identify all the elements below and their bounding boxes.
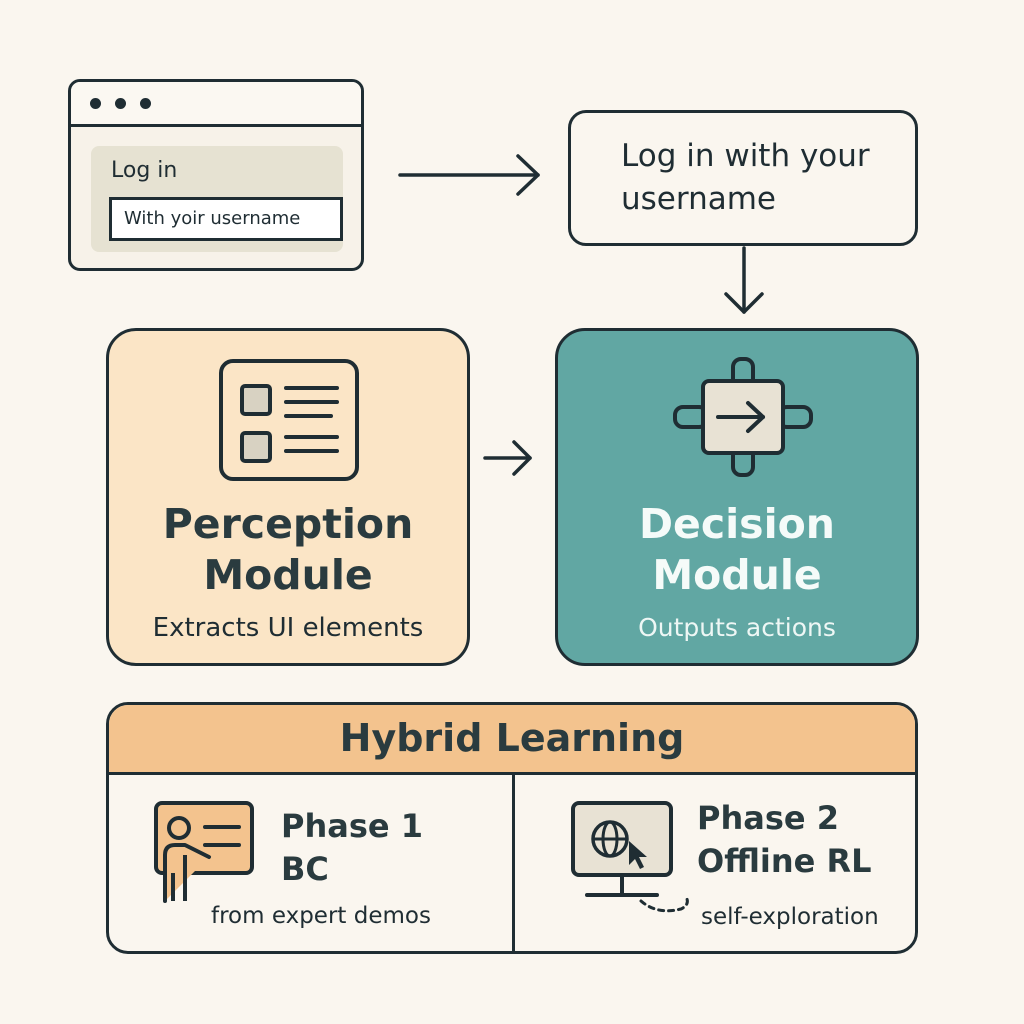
browser-title-bar	[71, 82, 361, 127]
perception-title-line-1: Perception	[162, 500, 414, 548]
perception-title-line-2: Module	[203, 551, 373, 599]
arrow-right-icon	[483, 440, 532, 476]
ui-list-icon	[219, 359, 359, 481]
login-panel: Log in With yoir username	[91, 146, 343, 252]
perception-subtitle: Extracts UI elements	[152, 613, 424, 643]
decision-title: Decision Module	[558, 499, 916, 601]
arrow-down-icon	[724, 246, 764, 314]
phase-2-title-line-1: Phase 2	[697, 799, 839, 837]
phase-1-title-line-2: BC	[281, 850, 329, 888]
phase-1-subtitle: from expert demos	[211, 903, 431, 929]
window-dot-icon	[115, 98, 126, 109]
arrow-right-icon	[398, 154, 540, 196]
decision-title-line-1: Decision	[638, 500, 835, 548]
decision-title-line-2: Module	[652, 551, 822, 599]
instruction-box: Log in with your username	[568, 110, 918, 246]
perception-module: Perception Module Extracts UI elements	[106, 328, 470, 666]
perception-title: Perception Module	[109, 499, 467, 601]
phase-divider	[512, 772, 515, 951]
hybrid-learning-title: Hybrid Learning	[109, 705, 915, 775]
window-dot-icon	[140, 98, 151, 109]
instruction-line-2: username	[621, 181, 776, 217]
decision-subtitle: Outputs actions	[638, 613, 836, 642]
hybrid-learning-panel: Hybrid Learning Phase 1 BC from expert d…	[106, 702, 918, 954]
decision-module: Decision Module Outputs actions	[555, 328, 919, 666]
arrow-action-icon	[673, 357, 813, 477]
phase-1-title-line-1: Phase 1	[281, 807, 423, 845]
window-dot-icon	[90, 98, 101, 109]
login-title: Log in	[111, 158, 178, 183]
instructor-icon	[154, 801, 254, 903]
browser-mock: Log in With yoir username	[68, 79, 364, 271]
phase-2-title-line-2: Offline RL	[697, 842, 872, 880]
globe-monitor-icon	[571, 801, 689, 913]
username-input: With yoir username	[109, 197, 343, 241]
phase-2-title: Phase 2 Offline RL	[697, 797, 872, 883]
phase-2-subtitle: self-exploration	[701, 904, 879, 930]
instruction-line-1: Log in with your	[621, 138, 870, 174]
phase-1-title: Phase 1 BC	[281, 805, 423, 891]
